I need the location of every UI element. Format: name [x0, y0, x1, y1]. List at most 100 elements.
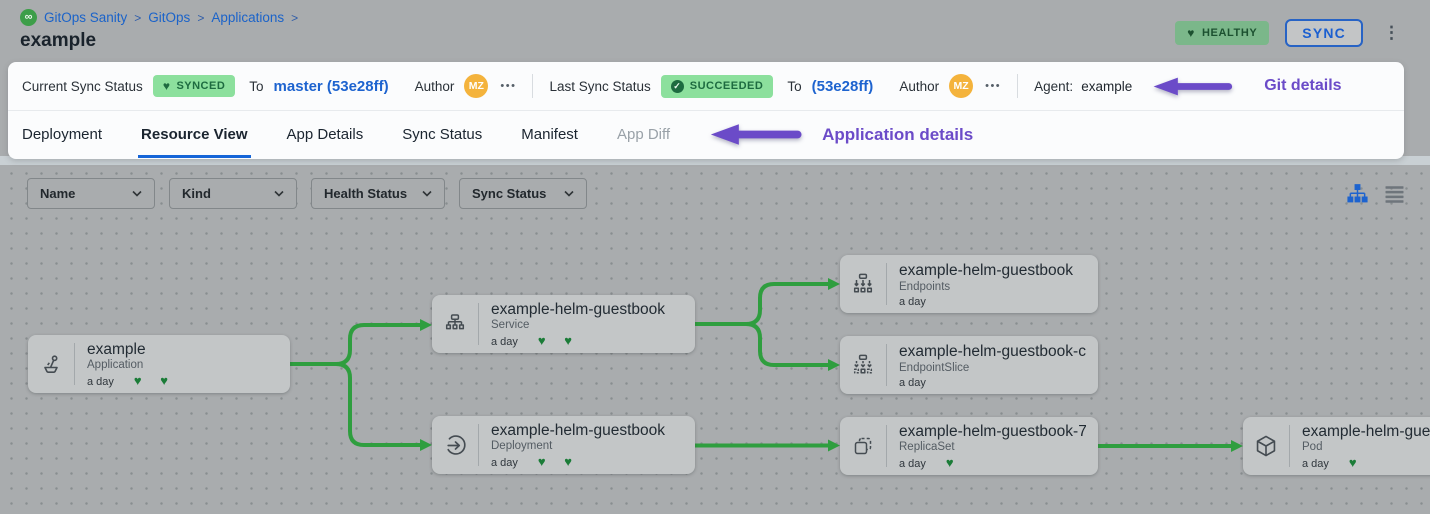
health-status-badge: ♥ HEALTHY	[1175, 20, 1270, 45]
node-application-example[interactable]: example Application a day ♥ ♥	[28, 335, 290, 393]
node-deployment-example-helm-guestbook[interactable]: example-helm-guestbook Deployment a day …	[432, 416, 695, 474]
node-age: a day	[491, 457, 518, 469]
deployment-icon	[432, 416, 478, 474]
agent-value: example	[1081, 78, 1133, 94]
filter-kind[interactable]: Kind	[169, 178, 297, 209]
annotation-arrow-left-icon	[1153, 77, 1233, 95]
node-age: a day	[491, 336, 518, 348]
pod-icon	[1243, 417, 1289, 475]
top-header: ∞ GitOps Sanity > GitOps > Applications …	[0, 0, 1430, 62]
node-kind: ReplicaSet	[899, 441, 955, 453]
tab-deployment[interactable]: Deployment	[22, 126, 103, 143]
breadcrumb-link-gitops[interactable]: GitOps	[148, 10, 191, 25]
breadcrumb-link-gitops-sanity[interactable]: GitOps Sanity	[44, 10, 128, 25]
tab-sync-status[interactable]: Sync Status	[402, 126, 483, 143]
node-title: example-helm-guestbook	[491, 301, 666, 318]
node-endpoints-example-helm-guestbook[interactable]: example-helm-guestbook Endpoints a day	[840, 255, 1098, 313]
sync-button[interactable]: SYNC	[1285, 18, 1363, 47]
endpoints-icon	[840, 255, 886, 313]
filter-health-status[interactable]: Health Status	[311, 178, 445, 209]
health-hearts-icon: ♥ ♥	[537, 454, 572, 469]
node-kind: Service	[491, 319, 530, 331]
breadcrumb-separator: >	[134, 10, 142, 25]
edge-app-to-deployment	[290, 362, 432, 451]
chevron-down-icon	[274, 190, 284, 197]
tabs-bar: Deployment Resource View App Details Syn…	[8, 110, 1404, 158]
list-view-icon[interactable]	[1385, 185, 1404, 203]
node-title: example-helm-guestbook-ct...	[899, 342, 1086, 360]
chevron-down-icon	[564, 190, 574, 197]
health-hearts-icon: ♥ ♥	[133, 373, 168, 388]
view-toggle-group	[1347, 184, 1404, 204]
health-hearts-icon: ♥ ♥	[537, 333, 572, 348]
service-icon	[432, 295, 478, 353]
tab-resource-view[interactable]: Resource View	[138, 111, 251, 158]
heart-icon: ♥	[162, 79, 171, 93]
filter-name[interactable]: Name	[27, 178, 155, 209]
node-age: a day	[899, 295, 926, 308]
last-sync-status-label: Last Sync Status	[549, 78, 651, 94]
divider	[1017, 74, 1019, 98]
node-age: a day	[87, 376, 114, 388]
to-label: To	[249, 78, 264, 94]
breadcrumb-link-applications[interactable]: Applications	[211, 10, 285, 25]
heart-icon: ♥	[1187, 25, 1195, 40]
node-body: example-helm-guestbook Endpoints a day	[887, 255, 1085, 313]
node-kind: Deployment	[491, 440, 553, 452]
node-endpointslice-example-helm-guestbook[interactable]: example-helm-guestbook-ct... EndpointSli…	[840, 336, 1098, 394]
node-body: example Application a day ♥ ♥	[75, 335, 180, 393]
replicaset-icon	[840, 417, 886, 475]
synced-badge-label: SYNCED	[176, 80, 226, 92]
resource-graph-canvas: Name Kind Health Status Sync Status	[0, 160, 1430, 514]
node-body: example-helm-guestbook Deployment a day …	[479, 416, 677, 474]
annotation-arrow-left-icon	[710, 124, 802, 145]
node-pod-example-helm-guestbook[interactable]: example-helm-guest Pod a day ♥	[1243, 417, 1430, 475]
filter-sync-status[interactable]: Sync Status	[459, 178, 587, 209]
node-kind: Endpoints	[899, 280, 951, 293]
gitops-logo-icon[interactable]: ∞	[20, 9, 37, 26]
kebab-menu-icon[interactable]: ⋮	[1383, 23, 1400, 42]
filters-bar: Name Kind Health Status Sync Status	[27, 178, 587, 209]
node-service-example-helm-guestbook[interactable]: example-helm-guestbook Service a day ♥ ♥	[432, 295, 695, 353]
succeeded-badge-label: SUCCEEDED	[689, 80, 764, 92]
divider	[886, 425, 887, 467]
application-details-annotation: Application details	[822, 124, 974, 144]
divider	[1289, 425, 1290, 467]
filter-health-status-label: Health Status	[324, 186, 408, 201]
divider	[532, 74, 534, 98]
filter-name-label: Name	[40, 186, 76, 201]
last-target-commit-link[interactable]: (53e28ff)	[811, 77, 874, 95]
node-replicaset-example-helm-guestbook[interactable]: example-helm-guestbook-74... ReplicaSet …	[840, 417, 1098, 475]
sync-status-bar: Current Sync Status ♥ SYNCED To master (…	[8, 62, 1404, 110]
commit-more-icon[interactable]: •••	[500, 80, 517, 92]
author-avatar: MZ	[949, 74, 974, 98]
tree-view-icon[interactable]	[1347, 184, 1368, 204]
commit-more-icon[interactable]: •••	[985, 80, 1002, 92]
tab-app-details[interactable]: App Details	[286, 126, 364, 143]
node-title: example	[87, 341, 146, 358]
breadcrumb: ∞ GitOps Sanity > GitOps > Applications …	[20, 9, 298, 26]
current-sync-status-label: Current Sync Status	[22, 78, 143, 94]
to-label: To	[787, 78, 802, 94]
check-circle-icon: ✓	[670, 79, 684, 93]
node-title: example-helm-guestbook-74...	[899, 423, 1086, 440]
chevron-down-icon	[132, 190, 142, 197]
health-hearts-icon: ♥	[945, 455, 954, 470]
tab-manifest[interactable]: Manifest	[521, 126, 578, 143]
health-badge-label: HEALTHY	[1201, 26, 1258, 39]
application-icon	[28, 335, 74, 393]
node-kind: EndpointSlice	[899, 361, 970, 374]
node-body: example-helm-guestbook-ct... EndpointSli…	[887, 336, 1098, 394]
node-title: example-helm-guestbook	[491, 422, 666, 439]
divider	[886, 263, 887, 305]
tab-app-diff[interactable]: App Diff	[616, 126, 671, 143]
chevron-down-icon	[422, 190, 432, 197]
author-label: Author	[899, 78, 940, 94]
synced-badge: ♥ SYNCED	[152, 75, 236, 97]
divider	[478, 424, 479, 466]
current-target-commit-link[interactable]: master (53e28ff)	[273, 77, 389, 95]
endpointslice-icon	[840, 336, 886, 394]
edge-service-to-endpoints	[695, 278, 840, 326]
node-body: example-helm-guestbook Service a day ♥ ♥	[479, 295, 677, 353]
node-age: a day	[1302, 458, 1329, 470]
